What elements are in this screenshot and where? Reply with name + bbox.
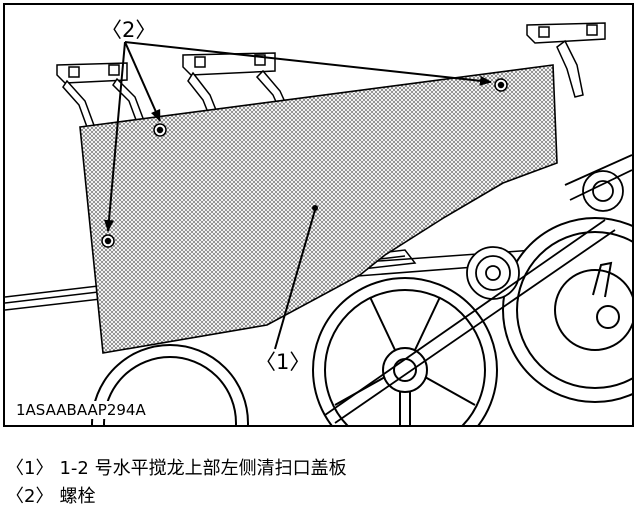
legend-text: 1-2 号水平搅龙上部左侧清扫口盖板 (59, 458, 347, 479)
bolt-icons (101, 78, 508, 248)
legend: 〈1〉1-2 号水平搅龙上部左侧清扫口盖板 〈2〉螺栓 (6, 455, 347, 511)
mounting-bracket-right (526, 22, 606, 98)
machine-illustration: 〈2〉 〈1〉 (5, 18, 632, 425)
callout-label-1: 〈1〉 (255, 350, 310, 374)
figure-frame: 〈2〉 〈1〉 1ASAABAAP294A (3, 3, 634, 427)
legend-item: 〈1〉1-2 号水平搅龙上部左侧清扫口盖板 (6, 455, 347, 483)
drive-belt (324, 154, 632, 424)
callout-label-2: 〈2〉 (101, 18, 156, 42)
cleanout-cover-plate (79, 64, 558, 354)
legend-key: 〈1〉 (6, 458, 54, 479)
legend-text: 螺栓 (59, 486, 96, 507)
pulley-right (502, 217, 632, 403)
legend-key: 〈2〉 (6, 486, 54, 507)
legend-item: 〈2〉螺栓 (6, 483, 347, 511)
figure-code: 1ASAABAAP294A (14, 401, 148, 419)
leader-lines (104, 41, 492, 350)
pulley-large (312, 277, 498, 425)
